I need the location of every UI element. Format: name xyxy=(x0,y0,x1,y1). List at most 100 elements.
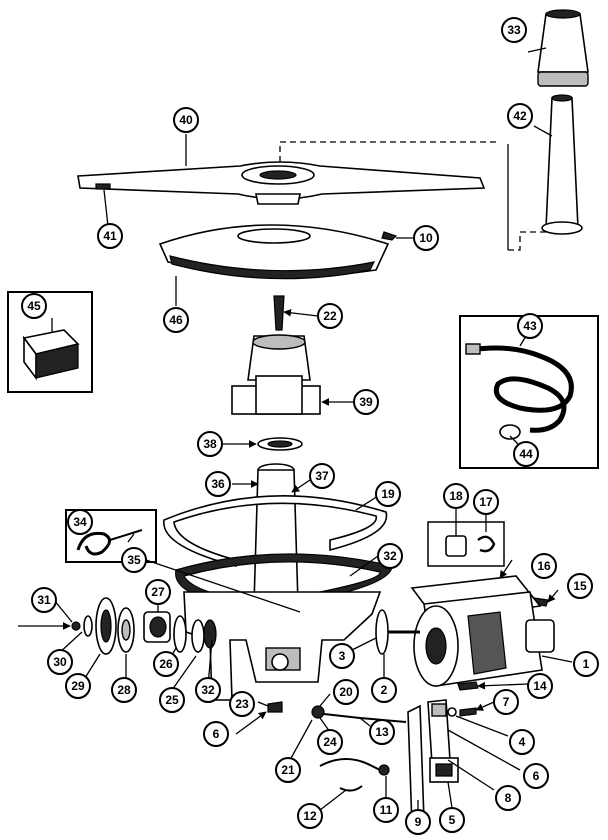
svg-text:3: 3 xyxy=(339,649,346,663)
callout-1: 1 xyxy=(573,651,599,677)
callout-26: 26 xyxy=(153,651,179,677)
callout-8: 8 xyxy=(495,785,521,811)
svg-text:22: 22 xyxy=(323,309,337,323)
gasket-26 xyxy=(173,615,187,653)
ring-25 xyxy=(191,619,217,653)
svg-text:18: 18 xyxy=(449,489,463,503)
callout-44: 44 xyxy=(513,441,539,467)
svg-text:9: 9 xyxy=(415,815,422,829)
svg-text:45: 45 xyxy=(27,299,41,313)
supply-tube-42 xyxy=(541,94,583,235)
svg-text:46: 46 xyxy=(169,313,183,327)
callout-21: 21 xyxy=(275,757,301,783)
callout-6-left: 6 xyxy=(203,721,229,747)
callout-12: 12 xyxy=(297,803,323,829)
callout-35: 35 xyxy=(121,547,147,573)
callout-14: 14 xyxy=(527,673,553,699)
inset-box-45 xyxy=(7,291,93,393)
svg-text:37: 37 xyxy=(315,469,329,483)
svg-text:31: 31 xyxy=(37,593,51,607)
clip-17 xyxy=(477,535,496,553)
svg-text:29: 29 xyxy=(71,679,85,693)
spray-arm-support-46 xyxy=(158,224,390,280)
callout-39: 39 xyxy=(353,389,379,415)
svg-text:5: 5 xyxy=(449,813,456,827)
svg-text:40: 40 xyxy=(179,113,193,127)
switch-20 xyxy=(311,705,325,719)
callout-32-lower: 32 xyxy=(195,677,221,703)
svg-text:6: 6 xyxy=(533,769,540,783)
callout-2: 2 xyxy=(371,677,397,703)
svg-text:20: 20 xyxy=(339,685,353,699)
svg-text:4: 4 xyxy=(519,735,526,749)
callout-19: 19 xyxy=(375,481,401,507)
svg-text:34: 34 xyxy=(73,515,87,529)
callout-28: 28 xyxy=(111,677,137,703)
svg-text:35: 35 xyxy=(127,553,141,567)
callout-3: 3 xyxy=(329,643,355,669)
svg-text:23: 23 xyxy=(235,697,249,711)
svg-text:11: 11 xyxy=(380,803,393,817)
callout-29: 29 xyxy=(65,673,91,699)
svg-text:30: 30 xyxy=(53,655,67,669)
callout-20: 20 xyxy=(333,679,359,705)
callout-27: 27 xyxy=(145,579,171,605)
nozzle-22 xyxy=(273,295,285,331)
svg-text:41: 41 xyxy=(103,229,117,243)
impeller-housing-36 xyxy=(253,463,299,605)
callout-23: 23 xyxy=(229,691,255,717)
callout-32-ring: 32 xyxy=(377,543,403,569)
callout-10: 10 xyxy=(413,225,439,251)
screw-23 xyxy=(267,701,283,713)
switch-assembly-8 xyxy=(427,699,451,765)
callout-41: 41 xyxy=(97,223,123,249)
callout-34: 34 xyxy=(67,509,93,535)
svg-text:28: 28 xyxy=(117,683,131,697)
svg-text:32: 32 xyxy=(383,549,397,563)
callout-24: 24 xyxy=(317,729,343,755)
callout-37: 37 xyxy=(309,463,335,489)
callout-15: 15 xyxy=(567,573,593,599)
svg-text:44: 44 xyxy=(519,447,533,461)
callout-42: 42 xyxy=(507,103,533,129)
upper-spray-arm-40 xyxy=(77,161,486,205)
svg-text:13: 13 xyxy=(375,725,389,739)
bracket-9 xyxy=(407,704,425,828)
motor-1 xyxy=(413,591,555,687)
callout-13: 13 xyxy=(369,719,395,745)
callout-46: 46 xyxy=(163,307,189,333)
callout-25: 25 xyxy=(159,687,185,713)
seal-38 xyxy=(257,437,303,451)
screw-7 xyxy=(459,707,477,717)
wire-13 xyxy=(323,713,407,723)
callout-22: 22 xyxy=(317,303,343,329)
drain-hose-43 xyxy=(465,343,574,440)
callout-33: 33 xyxy=(501,17,527,43)
svg-text:21: 21 xyxy=(281,763,295,777)
harness-12 xyxy=(319,758,390,792)
svg-text:17: 17 xyxy=(479,495,493,509)
screw-31 xyxy=(71,621,81,631)
seal-27 xyxy=(143,611,171,643)
svg-text:15: 15 xyxy=(573,579,587,593)
plate-28 xyxy=(117,607,135,653)
svg-text:42: 42 xyxy=(513,109,527,123)
relay-5 xyxy=(429,757,459,783)
svg-text:8: 8 xyxy=(505,791,512,805)
svg-text:19: 19 xyxy=(381,487,395,501)
callout-30: 30 xyxy=(47,649,73,675)
callout-9: 9 xyxy=(405,809,431,835)
foot-14 xyxy=(457,681,479,691)
callout-7: 7 xyxy=(493,689,519,715)
callout-16: 16 xyxy=(531,553,557,579)
svg-text:14: 14 xyxy=(533,679,547,693)
clamp-34 xyxy=(76,529,143,556)
svg-text:1: 1 xyxy=(583,657,590,671)
callout-18: 18 xyxy=(443,483,469,509)
impeller-29 xyxy=(95,597,117,655)
callout-31: 31 xyxy=(31,587,57,613)
washer-30 xyxy=(83,615,93,637)
callout-43: 43 xyxy=(517,313,543,339)
callout-36: 36 xyxy=(205,471,231,497)
